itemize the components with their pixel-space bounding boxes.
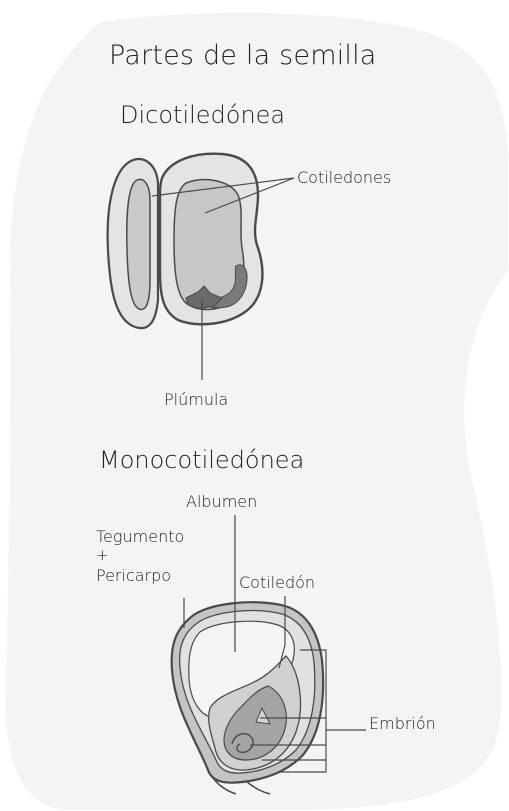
monocot-seed-illustration — [0, 0, 509, 811]
seed-parts-figure: Partes de la semilla Dicotiledónea Cotil… — [0, 0, 509, 811]
